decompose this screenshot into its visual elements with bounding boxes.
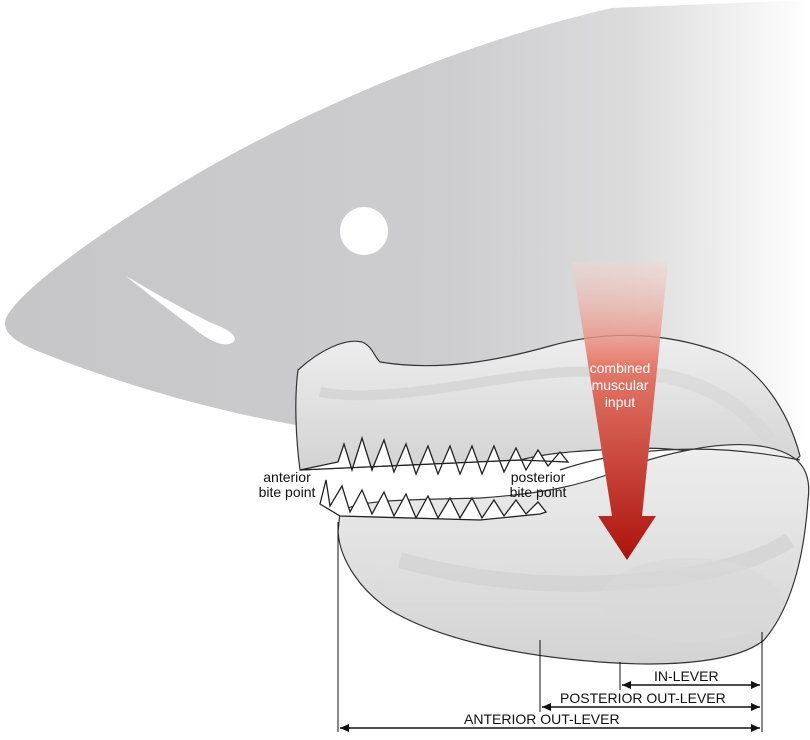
- muscle-line2: muscular: [582, 377, 658, 394]
- posterior-bite-line2: bite point: [496, 485, 580, 500]
- anterior-bite-point-label: anterior bite point: [246, 470, 328, 500]
- posterior-bite-line1: posterior: [496, 470, 580, 485]
- muscle-line1: combined: [582, 360, 658, 377]
- in-lever-label: IN-LEVER: [654, 669, 719, 684]
- anterior-bite-line2: bite point: [246, 485, 328, 500]
- posterior-bite-point-label: posterior bite point: [496, 470, 580, 500]
- muscle-line3: input: [582, 394, 658, 411]
- anterior-bite-line1: anterior: [246, 470, 328, 485]
- muscular-input-label: combined muscular input: [582, 360, 658, 411]
- shark-eye: [340, 207, 388, 255]
- lower-jaw-process: [600, 558, 780, 642]
- posterior-out-lever-label: POSTERIOR OUT-LEVER: [560, 691, 726, 706]
- anterior-out-lever-label: ANTERIOR OUT-LEVER: [464, 712, 620, 727]
